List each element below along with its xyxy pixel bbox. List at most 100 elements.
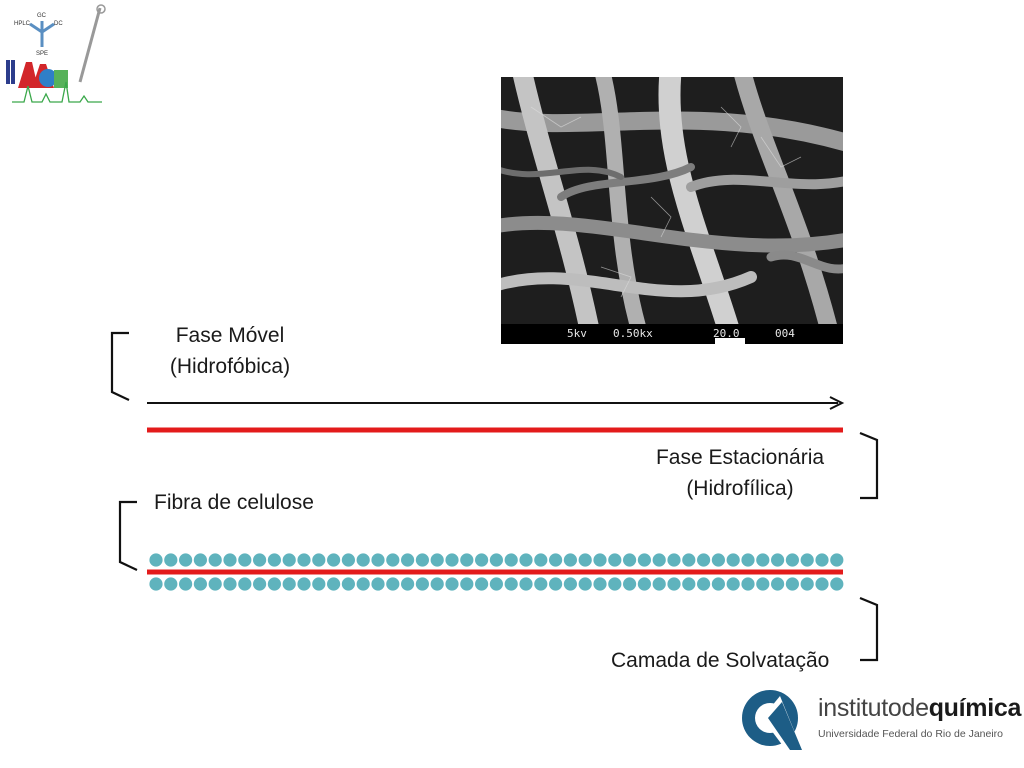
bead-top: [830, 553, 844, 567]
bead-top: [415, 553, 429, 567]
bead-top: [549, 553, 563, 567]
sem-micrograph: 5kv 0.50kx 20.0 004: [501, 77, 843, 344]
bead-bottom: [504, 577, 518, 591]
solvation-label: Camada de Solvatação: [611, 649, 830, 672]
bead-top: [534, 553, 548, 567]
iq-name-middle: de: [901, 694, 929, 722]
bead-bottom: [711, 577, 726, 591]
bead-top: [489, 553, 503, 567]
bead-top: [667, 553, 681, 567]
bead-bottom: [223, 577, 237, 591]
bead-bottom: [415, 577, 429, 591]
bead-bottom: [489, 577, 503, 591]
logo-label-gc: GC: [37, 13, 47, 19]
iq-name-bold: química: [928, 694, 1022, 722]
instituto-quimica-logo: institutodequímica Universidade Federal …: [740, 688, 1021, 750]
bead-top: [297, 553, 311, 567]
bead-top: [726, 553, 740, 567]
solvation-bracket: [859, 596, 879, 662]
bead-top: [208, 553, 222, 567]
stationary-phase-title: Fase Estacionária: [655, 446, 825, 469]
bead-bottom: [652, 577, 666, 591]
bead-bottom: [697, 577, 711, 591]
bead-top: [504, 553, 518, 567]
bead-top: [815, 553, 829, 567]
solvation-beads-bottom: [149, 577, 844, 591]
bead-bottom: [371, 577, 385, 591]
bead-top: [401, 553, 415, 567]
bead-bottom: [341, 577, 355, 591]
iq-logo-name: institutodequímica: [818, 694, 1021, 723]
sem-scale-bar: [715, 338, 745, 344]
bead-top: [578, 553, 592, 567]
bead-top: [682, 553, 696, 567]
mobile-phase-subtitle: (Hidrofóbica): [169, 355, 291, 378]
logo-label-spe: SPE: [36, 51, 48, 57]
fiber-bracket: [118, 500, 138, 571]
bead-top: [623, 553, 637, 567]
bead-bottom: [267, 577, 281, 591]
arrow-head: [829, 396, 845, 410]
bead-top: [327, 553, 341, 567]
bead-top: [386, 553, 400, 567]
bead-top: [341, 553, 355, 567]
mobile-phase-bracket: [110, 331, 130, 401]
bead-bottom: [623, 577, 637, 591]
bead-top: [697, 553, 711, 567]
bead-bottom: [741, 577, 755, 591]
bead-bottom: [756, 577, 770, 591]
bead-top: [282, 553, 296, 567]
bead-top: [430, 553, 444, 567]
bead-top: [563, 553, 578, 567]
bead-top: [460, 553, 474, 567]
bead-bottom: [208, 577, 222, 591]
bead-top: [193, 553, 207, 567]
bead-bottom: [830, 577, 844, 591]
bead-top: [267, 553, 281, 567]
bead-bottom: [312, 577, 326, 591]
bead-bottom: [356, 577, 370, 591]
bead-top: [253, 553, 267, 567]
stationary-phase-label: Fase Estacionária (Hidrofílica): [640, 442, 840, 504]
bead-top: [800, 553, 814, 567]
iq-name-light: instituto: [818, 694, 902, 722]
bead-bottom: [282, 577, 296, 591]
logo-label-dc: DC: [54, 21, 63, 27]
iq-logo-mark: [742, 690, 802, 750]
bead-bottom: [637, 577, 652, 591]
sem-info-bar: 5kv 0.50kx 20.0 004: [501, 324, 843, 344]
mobile-phase-title: Fase Móvel: [175, 324, 285, 347]
bead-bottom: [549, 577, 563, 591]
bead-bottom: [164, 577, 178, 591]
bead-top: [741, 553, 755, 567]
solvation-beads-top: [149, 553, 844, 567]
iq-logo-subtitle: Universidade Federal do Rio de Janeiro: [818, 728, 1004, 740]
bead-bottom: [149, 577, 163, 591]
bead-top: [312, 553, 326, 567]
chemistry-corner-logo: HPLC GC DC SPE: [2, 2, 110, 110]
bead-bottom: [608, 577, 622, 591]
bead-bottom: [460, 577, 474, 591]
bead-bottom: [534, 577, 548, 591]
bead-bottom: [179, 577, 193, 591]
sem-voltage: 5kv: [567, 327, 587, 340]
chemistry-logo-graphic: HPLC GC DC SPE: [6, 4, 106, 103]
bead-bottom: [563, 577, 578, 591]
bead-top: [223, 553, 237, 567]
logo-label-hplc: HPLC: [14, 21, 31, 27]
bead-bottom: [578, 577, 592, 591]
bead-bottom: [327, 577, 341, 591]
bead-bottom: [297, 577, 311, 591]
stationary-phase-bracket: [859, 431, 879, 500]
bead-bottom: [253, 577, 267, 591]
bead-bottom: [593, 577, 607, 591]
bead-top: [519, 553, 533, 567]
bead-bottom: [238, 577, 252, 591]
bead-top: [164, 553, 178, 567]
bead-top: [785, 553, 800, 567]
bead-top: [637, 553, 652, 567]
mobile-phase-label: Fase Móvel (Hidrofóbica): [150, 320, 310, 382]
cellulose-fibers-image: [501, 77, 843, 324]
bead-bottom: [445, 577, 459, 591]
